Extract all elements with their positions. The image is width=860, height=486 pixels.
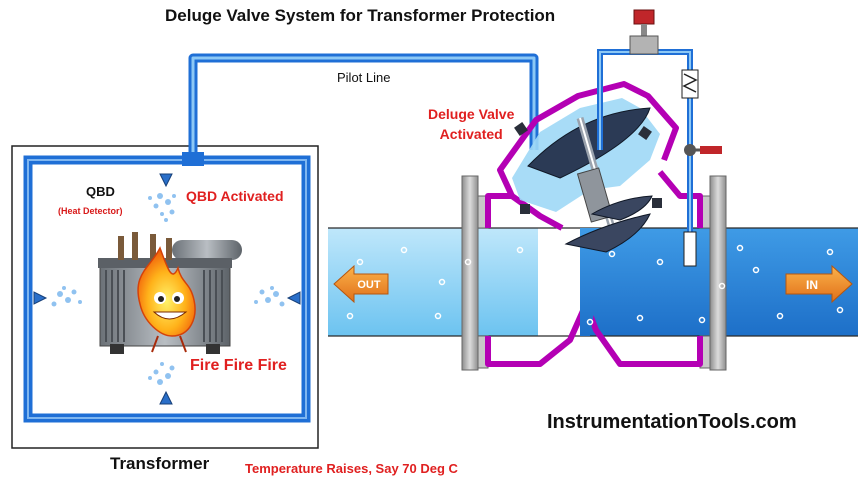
inlet-arrow-label: IN <box>806 278 818 292</box>
diagram-title: Deluge Valve System for Transformer Prot… <box>165 6 556 25</box>
website-label: InstrumentationTools.com <box>547 411 797 433</box>
valve-diaphragm <box>527 107 653 253</box>
outlet-arrow-label: OUT <box>357 279 381 291</box>
outlet-flange <box>461 175 489 371</box>
inlet-flow-arrow: IN <box>785 264 853 304</box>
water-bubbles <box>346 244 844 326</box>
qbd-status-label: QBD Activated <box>186 188 284 204</box>
deluge-valve-label-line1: Deluge Valve <box>428 106 515 122</box>
water-spray <box>51 193 285 385</box>
pilot-line-label: Pilot Line <box>337 70 391 85</box>
fire-icon <box>137 246 196 353</box>
pilot-tee <box>182 152 204 166</box>
outlet-flow-arrow: OUT <box>333 264 389 304</box>
deluge-valve-label-line2: Activated <box>439 126 503 142</box>
fire-label: Fire Fire Fire <box>190 357 287 374</box>
manual-release-handle <box>629 9 659 55</box>
transformer-label: Transformer <box>110 454 210 473</box>
drain-valve <box>684 144 722 156</box>
qbd-label: QBD <box>86 184 115 199</box>
spray-nozzle <box>33 173 301 405</box>
temperature-note: Temperature Raises, Say 70 Deg C <box>245 461 458 476</box>
bonnet-bolts <box>514 122 662 214</box>
deluge-valve-status-label: Deluge Valve Activated <box>428 104 514 144</box>
qbd-sublabel: (Heat Detector) <box>58 206 123 216</box>
strainer <box>683 231 697 267</box>
inlet-flange <box>699 175 727 371</box>
